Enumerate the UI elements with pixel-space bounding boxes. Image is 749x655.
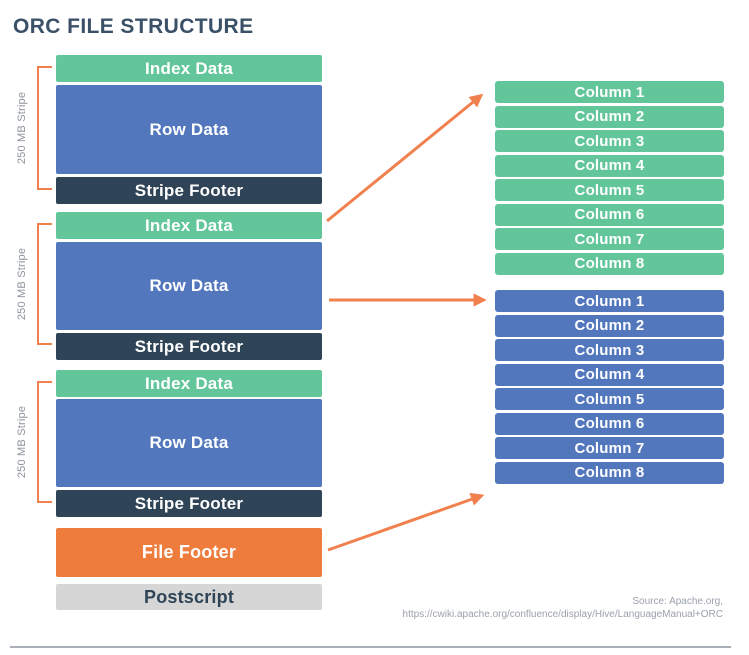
stripe-2-index-data-block: Index Data <box>56 212 322 239</box>
index-column-row: Column 7 <box>495 228 724 250</box>
stripe-2-size-label: 250 MB Stripe <box>16 247 28 321</box>
stripe-2-bracket <box>37 223 52 345</box>
bottom-divider <box>10 646 731 648</box>
source-attribution: Source: Apache.org, https://cwiki.apache… <box>403 595 723 621</box>
stripe-3-bracket <box>37 381 52 503</box>
stripe-1-index-data-block: Index Data <box>56 55 322 82</box>
index-columns-group: Column 1 Column 2 Column 3 Column 4 Colu… <box>495 81 724 275</box>
page-title: ORC FILE STRUCTURE <box>13 15 254 38</box>
data-column-row: Column 8 <box>495 461 724 484</box>
data-column-row: Column 6 <box>495 412 724 435</box>
stripe-3-row-data-block: Row Data <box>56 399 322 487</box>
data-column-row: Column 3 <box>495 339 724 361</box>
index-column-row: Column 5 <box>495 179 724 201</box>
index-column-row: Column 4 <box>495 154 724 177</box>
postscript-block: Postscript <box>56 584 322 610</box>
stripe-2-row-data-block: Row Data <box>56 242 322 330</box>
index-column-row: Column 1 <box>495 81 724 103</box>
stripe-2-stripe-footer-block: Stripe Footer <box>56 333 322 360</box>
stripe-1-bracket <box>37 66 52 190</box>
arrow-filefooter-to-blue-columns <box>327 492 485 552</box>
data-column-row: Column 1 <box>495 290 724 312</box>
data-column-row: Column 7 <box>495 437 724 459</box>
stripe-1-size-label: 250 MB Stripe <box>16 91 28 165</box>
data-column-row: Column 2 <box>495 314 724 337</box>
data-column-row: Column 5 <box>495 388 724 410</box>
stripe-3-index-data-block: Index Data <box>56 370 322 397</box>
stripe-1-stripe-footer-block: Stripe Footer <box>56 177 322 204</box>
source-line-2: https://cwiki.apache.org/confluence/disp… <box>402 609 723 620</box>
source-line-1: Source: Apache.org, <box>632 596 723 607</box>
stripe-1-row-data-block: Row Data <box>56 85 322 174</box>
data-columns-group: Column 1 Column 2 Column 3 Column 4 Colu… <box>495 290 724 484</box>
index-column-row: Column 2 <box>495 105 724 128</box>
index-column-row: Column 6 <box>495 203 724 226</box>
file-footer-block: File Footer <box>56 528 322 577</box>
stripe-3-stripe-footer-block: Stripe Footer <box>56 490 322 517</box>
index-column-row: Column 3 <box>495 130 724 152</box>
index-column-row: Column 8 <box>495 252 724 275</box>
data-column-row: Column 4 <box>495 363 724 386</box>
arrow-index-to-green-columns <box>326 93 484 223</box>
stripe-3-size-label: 250 MB Stripe <box>16 405 28 479</box>
